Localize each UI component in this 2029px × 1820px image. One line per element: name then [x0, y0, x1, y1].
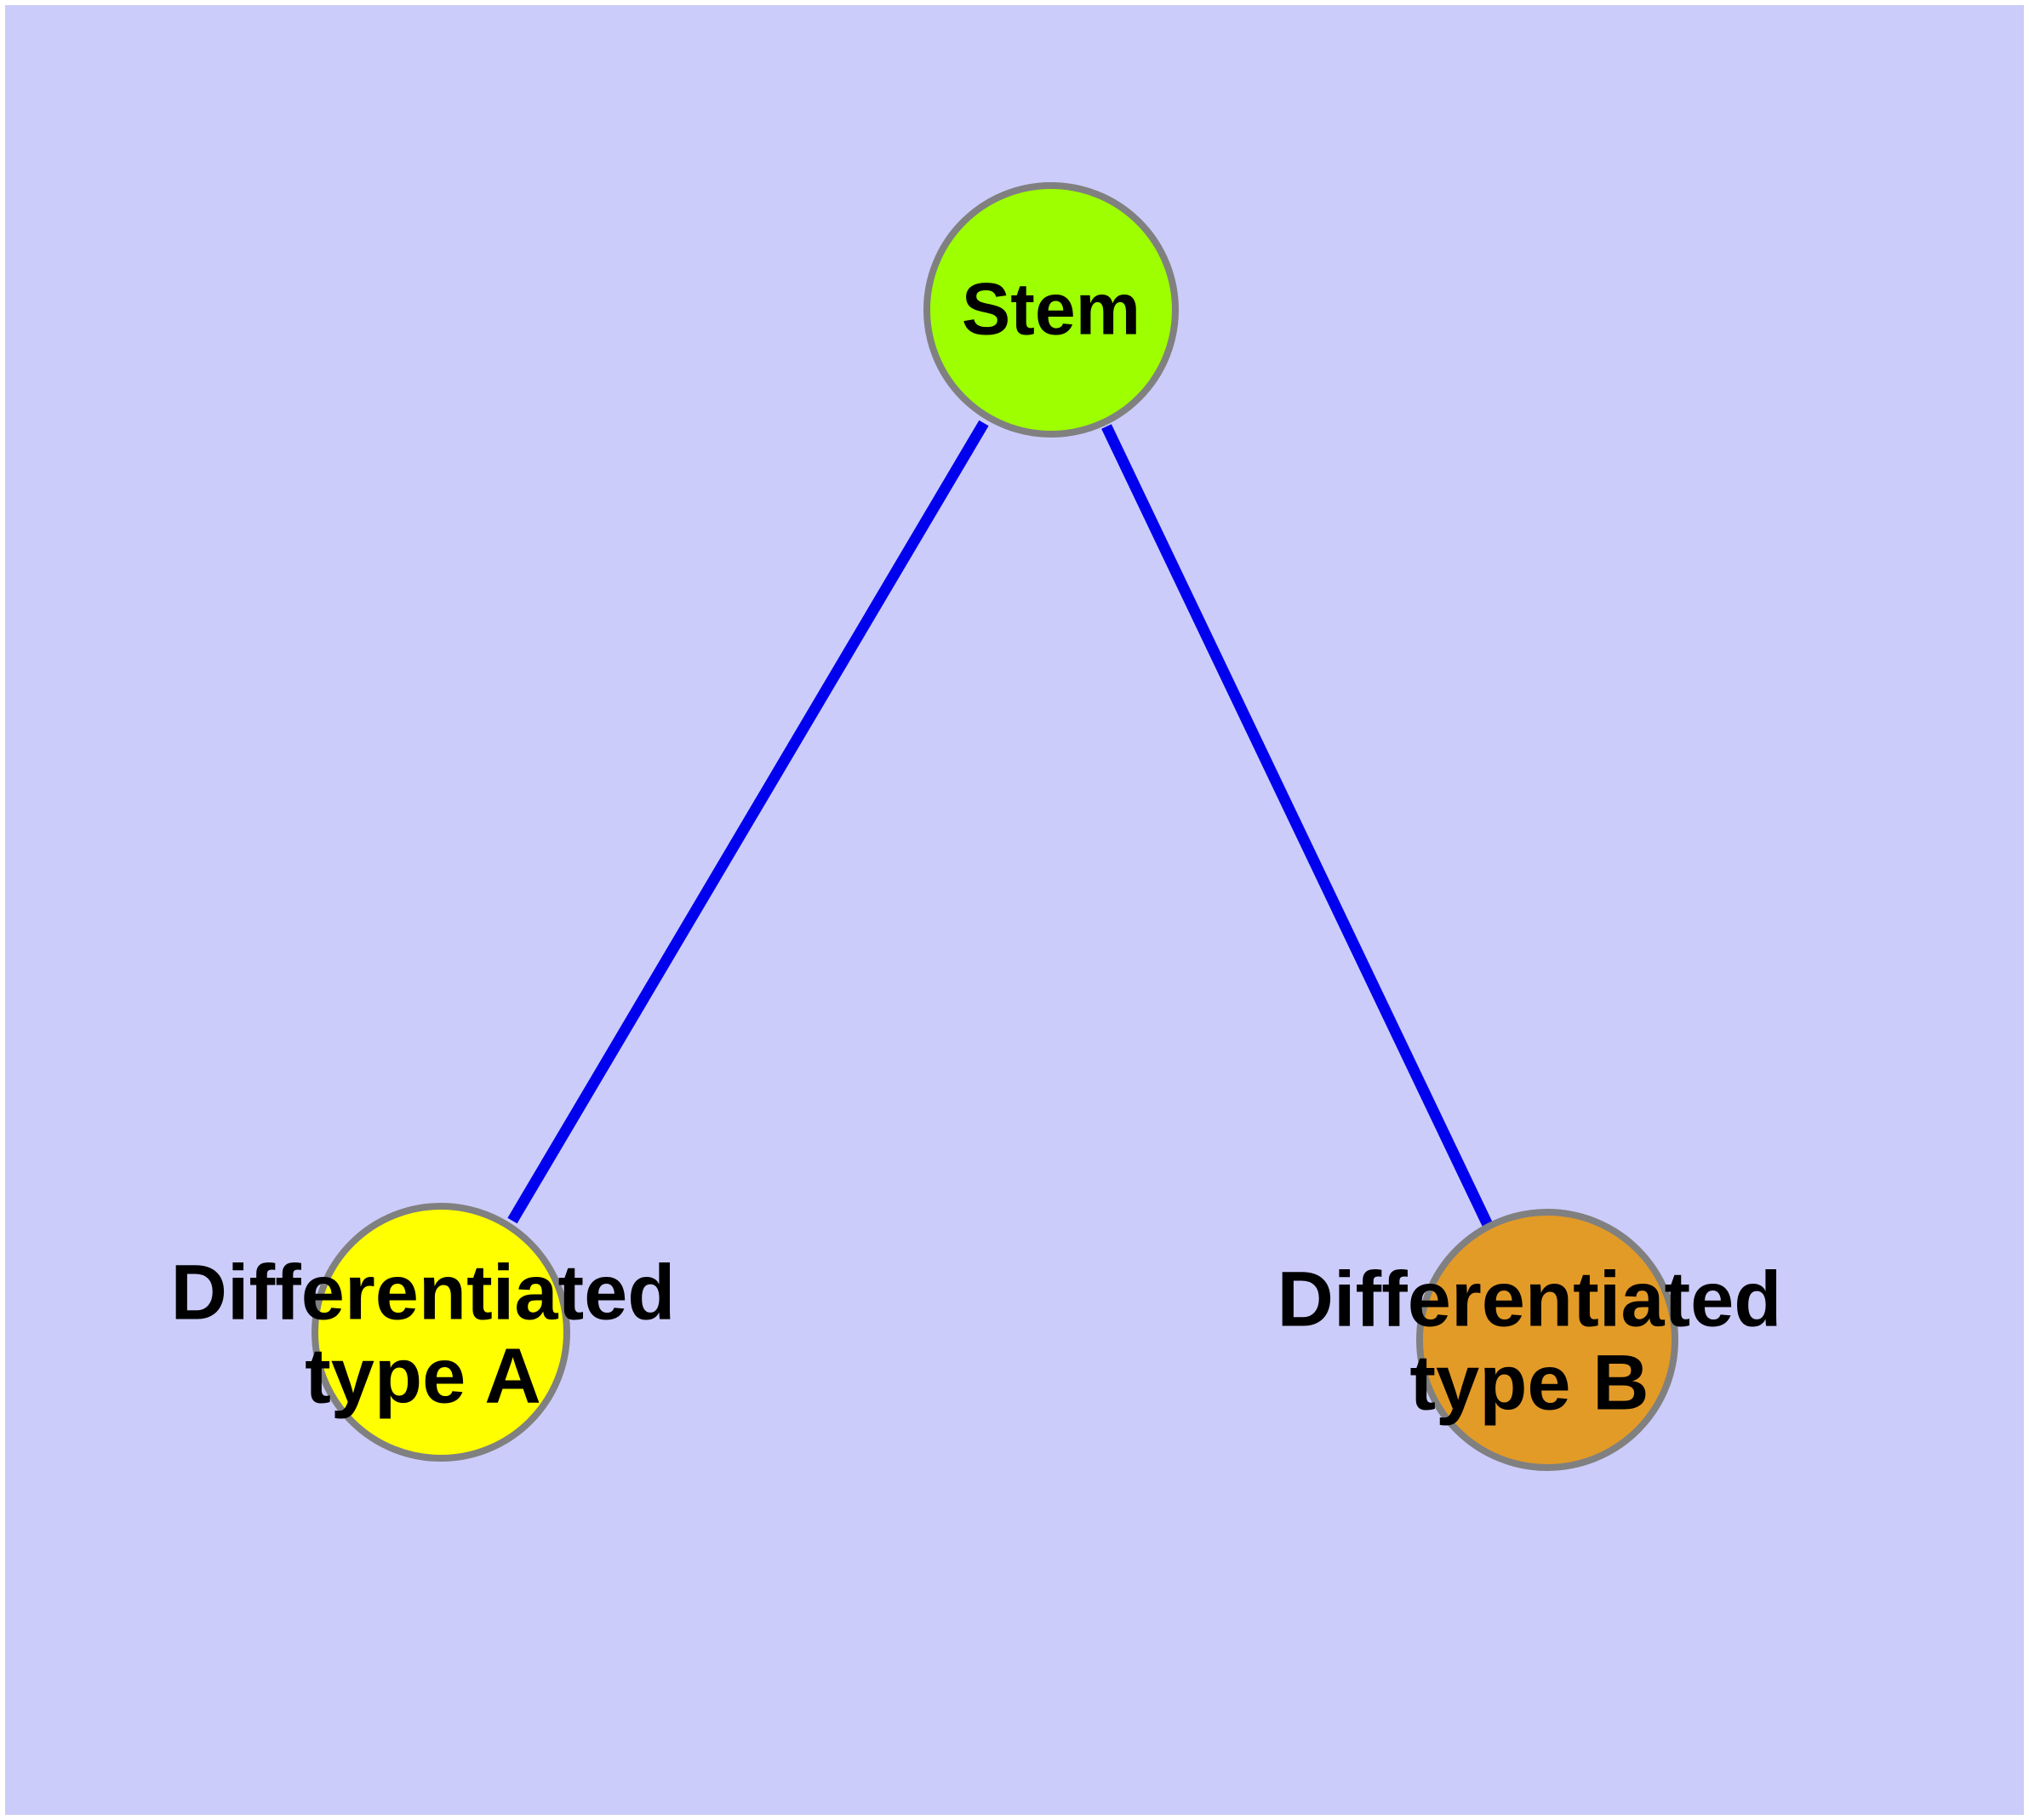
- node-stem[interactable]: [923, 182, 1179, 438]
- edge-stem-to-differentiated-b[interactable]: [1101, 424, 1494, 1229]
- node-group: [311, 182, 1678, 1471]
- edge-stem-to-differentiated-a[interactable]: [507, 420, 989, 1224]
- node-differentiated-type-b[interactable]: [1416, 1209, 1678, 1471]
- edge-group: [507, 420, 1494, 1229]
- node-differentiated-type-a[interactable]: [311, 1203, 570, 1462]
